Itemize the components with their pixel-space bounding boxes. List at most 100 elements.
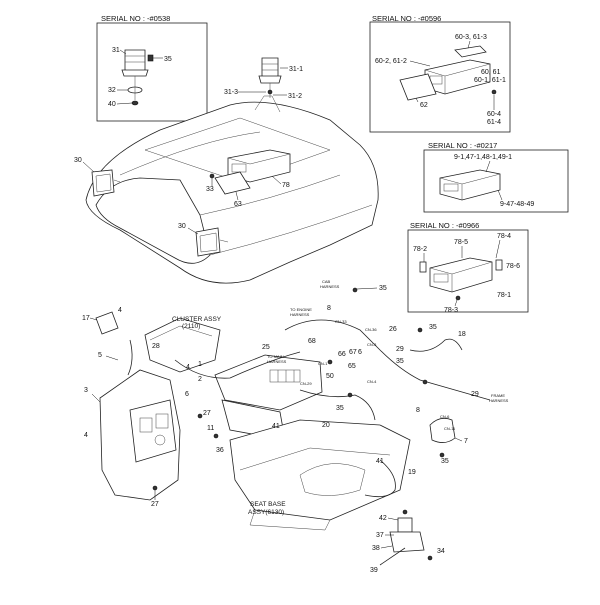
part-number: 25 (262, 344, 270, 351)
work-lamp-icon (91, 169, 115, 197)
connector-label: CN-33 (335, 319, 347, 324)
part-number: 38 (372, 545, 380, 552)
part-number: 30 (74, 157, 82, 164)
inset-radio-0966: SERIAL NO : -#0966 78-2 78-5 78-4 78-6 7… (407, 221, 529, 314)
part-number: 35 (396, 358, 404, 365)
part-number: 34 (437, 548, 445, 555)
part-number: 8 (327, 305, 331, 312)
lower-assembly: CLUSTER ASSY (2110) SEAT BASE ASSY(6130) (95, 287, 491, 566)
connector-icon (95, 311, 119, 335)
part-number: 4 (118, 307, 122, 314)
part-number: 35 (379, 285, 387, 292)
radio-bracket-icon (214, 171, 251, 195)
part-number: 42 (379, 515, 387, 522)
inset-frame (423, 149, 569, 213)
part-number: 50 (326, 373, 334, 380)
seat-base-number: ASSY(6130) (248, 509, 284, 516)
part-number: 60-1, 61-1 (474, 77, 506, 84)
inset-radio-0596: SERIAL NO : -#0596 60-3, 61-3 60-2, 61-2… (369, 14, 511, 133)
part-number: 6 (185, 391, 189, 398)
part-number: 9-1,47-1,48-1,49-1 (454, 154, 512, 161)
part-number: 35 (429, 324, 437, 331)
inset-frame (407, 229, 529, 313)
part-number: 18 (458, 331, 466, 338)
connector-label: CN-1 (318, 361, 328, 366)
harness-wire (299, 389, 376, 421)
part-number: 35 (441, 458, 449, 465)
part-number: 78 (282, 182, 290, 189)
inset-frame (96, 22, 208, 122)
cab-roof: 31-1 31-3 31-2 33 78 63 30 30 (74, 57, 379, 284)
part-number: 31-2 (288, 93, 302, 100)
part-number: 67 (349, 349, 357, 356)
note-label: HARNESS (489, 398, 509, 403)
note-label: HARNESS (290, 312, 310, 317)
connector-labels: CN-33 CN-36 CN-3 CN-4 CN-6 CN-11 CN-29 C… (267, 279, 509, 431)
center-console (214, 354, 323, 411)
part-number: 60-4 (487, 111, 501, 118)
radio-unit-icon (429, 257, 493, 293)
part-number: 60-2, 61-2 (375, 58, 407, 65)
connector-label: CN-29 (300, 381, 312, 386)
part-number: 8 (416, 407, 420, 414)
part-number: 26 (389, 326, 397, 333)
part-number: 7 (464, 438, 468, 445)
part-number: 66 (338, 351, 346, 358)
part-number: 68 (308, 338, 316, 345)
cluster-console (144, 317, 221, 373)
radio-faceplate-icon (399, 73, 437, 101)
connector-label: CN-11 (444, 426, 456, 431)
harness-wire (364, 459, 396, 498)
serial-label: SERIAL NO : -#0596 (372, 14, 441, 23)
part-number: 28 (152, 343, 160, 350)
part-number: 29 (471, 391, 479, 398)
beacon-light-icon (261, 57, 279, 79)
part-number: 35 (164, 56, 172, 63)
cluster-assy-label: CLUSTER ASSY (172, 316, 222, 323)
part-number: 31-1 (289, 66, 303, 73)
part-number: 3 (84, 387, 88, 394)
part-number: 60, 61 (481, 69, 501, 76)
part-number: 78-4 (497, 233, 511, 240)
cluster-assy-number: (2110) (182, 323, 200, 330)
inset-beacon-0538: SERIAL NO : -#0538 31 35 32 40 (96, 14, 208, 122)
serial-label: SERIAL NO : -#0217 (428, 141, 497, 150)
cable-icon (379, 547, 406, 566)
serial-label: SERIAL NO : -#0966 (410, 221, 479, 230)
part-number: 63 (234, 201, 242, 208)
part-number: 60-3, 61-3 (455, 34, 487, 41)
part-number: 41 (272, 423, 280, 430)
harness-wire (284, 319, 491, 401)
part-number: 78-2 (413, 246, 427, 253)
part-number: 62 (420, 102, 428, 109)
part-number: 41 (376, 458, 384, 465)
part-number: 31-3 (224, 89, 238, 96)
roof-window (95, 177, 211, 264)
part-number: 32 (108, 87, 116, 94)
connector-label: CN-3 (367, 342, 377, 347)
part-number: 20 (322, 422, 330, 429)
part-number: 6 (358, 349, 362, 356)
part-number: 78-6 (506, 263, 520, 270)
part-number: 36 (216, 447, 224, 454)
note-label: CAB (322, 279, 331, 284)
part-number: 33 (206, 186, 214, 193)
note-label: HARNESS (267, 359, 287, 364)
note-label: TO ENGINE (290, 307, 312, 312)
part-number: 40 (108, 101, 116, 108)
radio-unit-icon (439, 169, 501, 201)
note-label: HARNESS (320, 284, 340, 289)
serial-label: SERIAL NO : -#0538 (101, 14, 170, 23)
lower-part-numbers: 35 8 26 35 18 17 4 28 5 25 68 66 67 6 35… (82, 285, 479, 574)
note-label: TO MAIN (267, 354, 284, 359)
part-number: 9-47-48-49 (500, 201, 534, 208)
part-number: 4 (186, 364, 190, 371)
connector-label: CN-36 (365, 327, 377, 332)
beacon-light-icon (124, 49, 146, 73)
part-number: 1 (198, 361, 202, 368)
note-label: FRAME (491, 393, 505, 398)
part-number: 65 (348, 363, 356, 370)
bracket-icon (397, 517, 413, 533)
